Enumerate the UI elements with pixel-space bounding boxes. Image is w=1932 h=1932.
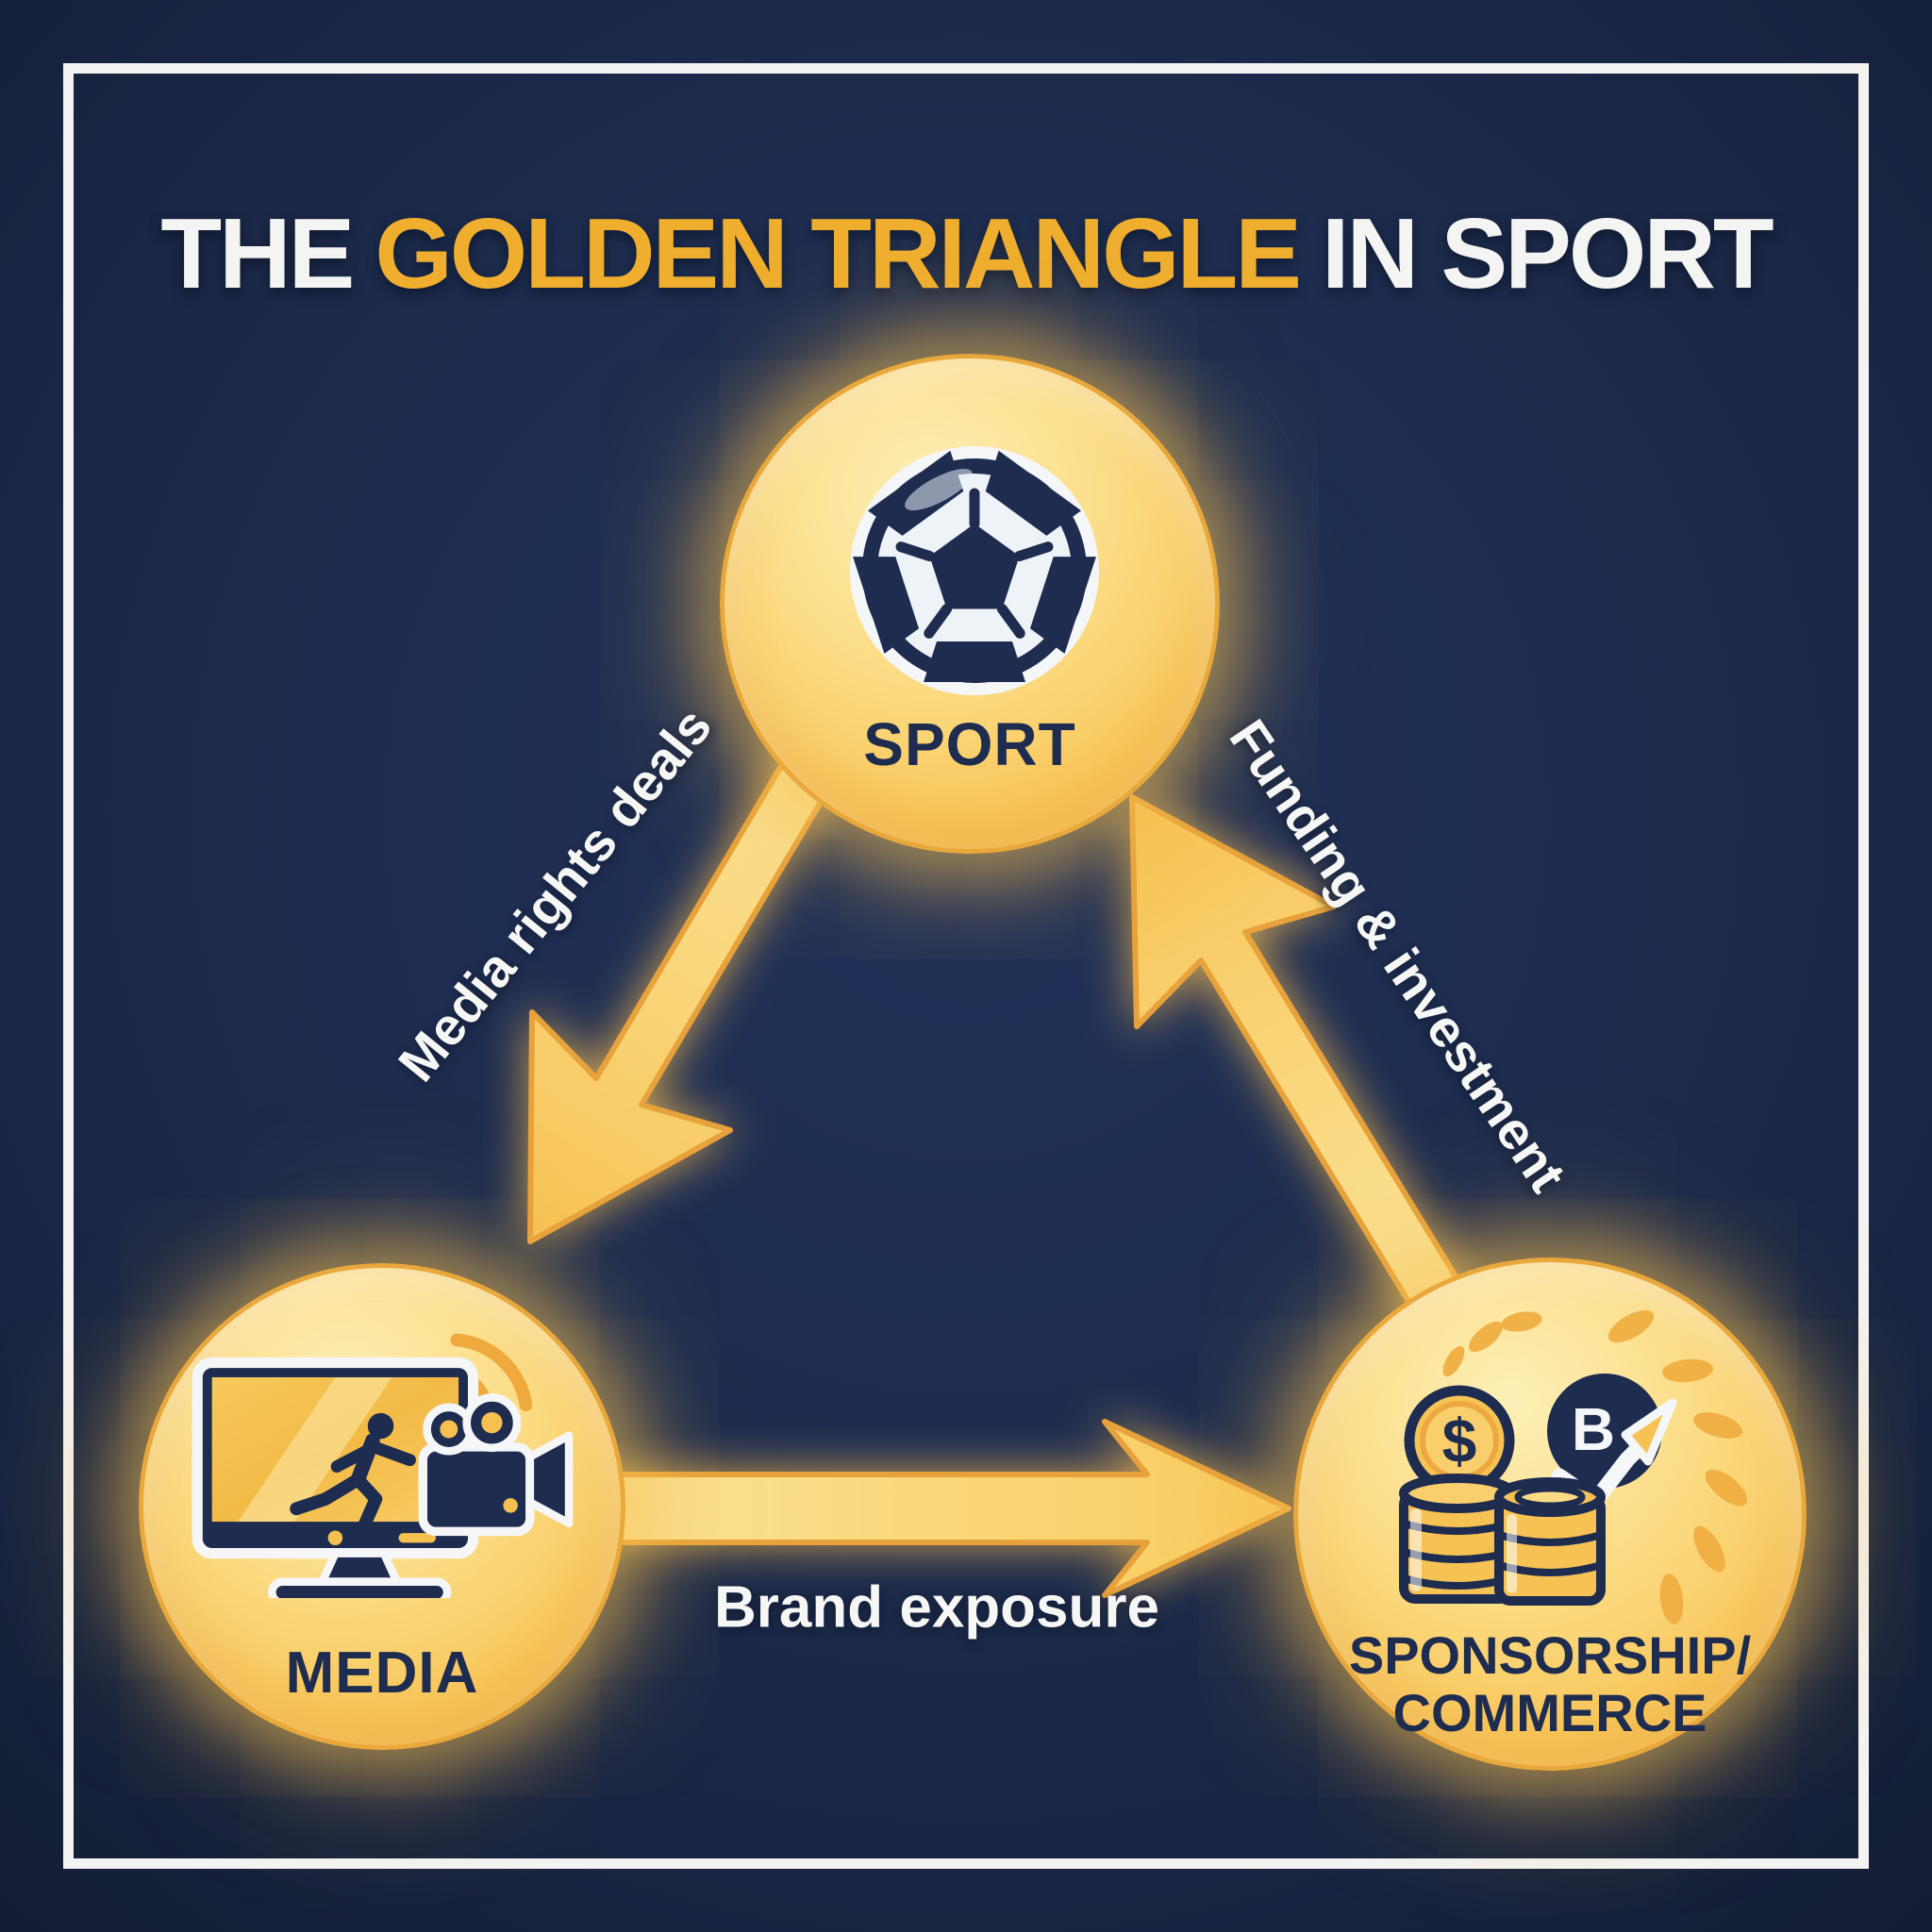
edge-label-brand-exposure: Brand exposure (713, 1574, 1160, 1641)
title-pre: THE (160, 198, 355, 310)
dollar-symbol: $ (1442, 1406, 1477, 1475)
currency-symbol: B (1572, 1395, 1615, 1463)
tv-sports-broadcast-icon (192, 1333, 574, 1598)
coins-growth-laurel-icon: B $ (1399, 1309, 1748, 1624)
node-sport-label: SPORT (863, 710, 1076, 778)
node-media-label: MEDIA (285, 1641, 479, 1706)
node-sponsorship-label-line2: COMMERCE (1392, 1683, 1707, 1742)
title-highlight: GOLDEN TRIANGLE (375, 198, 1302, 310)
node-sponsorship-label: SPONSORSHIP/COMMERCE (1349, 1626, 1751, 1741)
node-sponsorship: B $ (1293, 1257, 1807, 1771)
node-sport: SPORT (720, 354, 1220, 854)
node-sponsorship-label-line1: SPONSORSHIP/ (1348, 1625, 1752, 1685)
soccer-ball-icon (850, 446, 1099, 695)
node-media: MEDIA (139, 1263, 625, 1750)
title-post: IN SPORT (1322, 198, 1774, 310)
